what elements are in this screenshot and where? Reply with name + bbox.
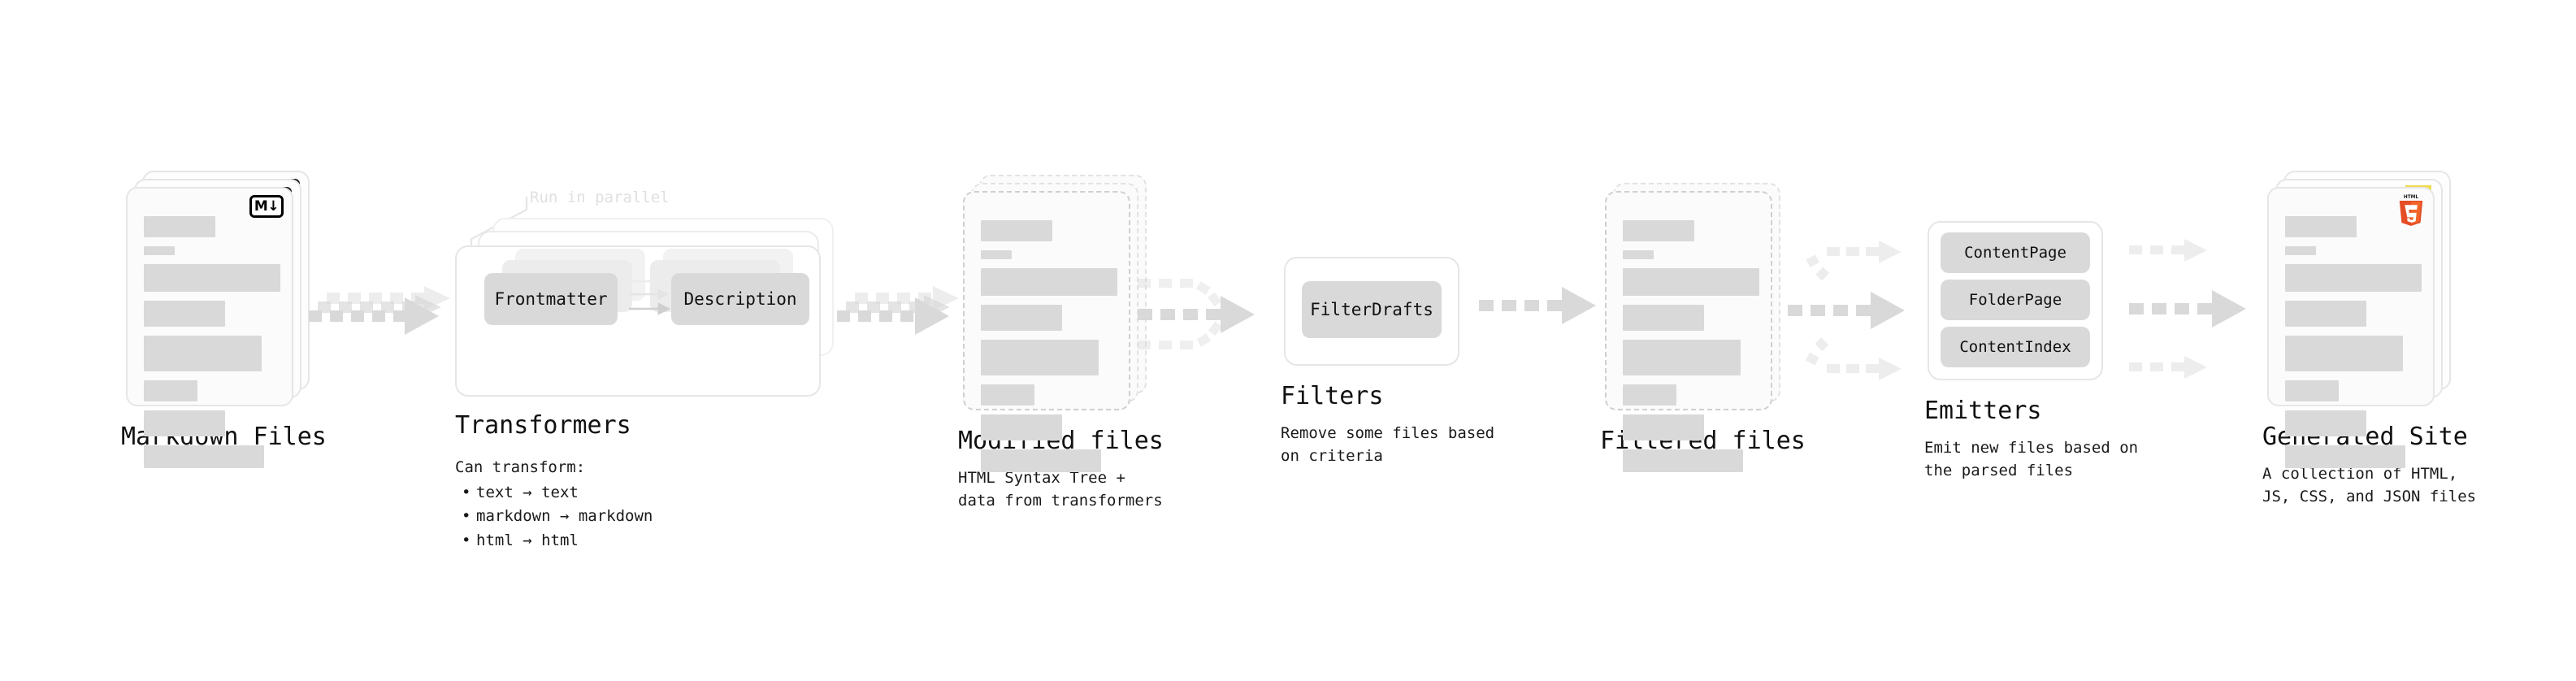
content-bar xyxy=(2285,216,2357,237)
content-bar xyxy=(144,445,264,468)
list-item: •markdown → markdown xyxy=(462,507,653,526)
content-bar xyxy=(981,305,1062,331)
arrow-markdown-to-transformers xyxy=(309,286,450,335)
emitter-pill-contentpage[interactable]: ContentPage xyxy=(1941,232,2090,273)
content-bar xyxy=(144,336,262,371)
generated-card-front-html: HTML xyxy=(2267,187,2435,468)
content-bar xyxy=(1623,305,1704,331)
transformer-inner-arrows xyxy=(629,275,671,315)
content-bar xyxy=(144,380,197,401)
modified-subtitle: HTML Syntax Tree + data from transformer… xyxy=(958,469,1163,510)
parallel-note-label: Run in parallel xyxy=(530,189,670,206)
transformer-pill-frontmatter[interactable]: Frontmatter xyxy=(484,273,618,325)
transformer-pill-description[interactable]: Description xyxy=(671,273,809,325)
content-bar xyxy=(1623,340,1741,375)
document-content-lines xyxy=(2285,216,2422,477)
document-content-lines xyxy=(981,220,1117,481)
content-bar xyxy=(2285,301,2366,327)
document-content-lines xyxy=(1623,220,1759,481)
filtered-card-front xyxy=(1605,191,1772,472)
content-bar xyxy=(1623,449,1743,472)
content-bar xyxy=(1623,250,1654,259)
markdown-card-front: M↓ xyxy=(126,187,293,468)
content-bar xyxy=(981,250,1012,259)
stage-generated-site: CSS HTML xyxy=(2262,171,2476,505)
svg-text:HTML: HTML xyxy=(2404,195,2419,200)
arrow-transformers-to-modified xyxy=(837,286,959,335)
emitter-pill-folderpage[interactable]: FolderPage xyxy=(1941,280,2090,320)
document-content-lines xyxy=(144,216,280,477)
content-bar xyxy=(981,220,1052,241)
stage-modified-files: Modified files HTML Syntax Tree + data f… xyxy=(958,175,1164,510)
content-bar xyxy=(2285,246,2316,255)
arrow-filtered-to-emitters xyxy=(1788,241,1905,380)
content-bar xyxy=(2285,380,2339,401)
content-bar xyxy=(2285,445,2405,468)
content-bar xyxy=(144,410,225,436)
content-bar xyxy=(1623,384,1676,406)
content-bar xyxy=(2285,264,2422,292)
content-bar xyxy=(144,301,225,327)
markdown-card-stack: M↓ M↓ M↓ xyxy=(126,171,313,468)
transformers-desc-heading: Can transform: xyxy=(455,458,586,476)
modified-card-stack xyxy=(963,175,1150,472)
content-bar xyxy=(1623,414,1704,440)
page-title-transformers: Transformers xyxy=(455,411,631,440)
arrow-emitters-to-generated xyxy=(2129,239,2246,379)
content-bar xyxy=(144,216,215,237)
list-item: •text → text xyxy=(462,484,579,501)
generated-card-stack: CSS HTML xyxy=(2267,171,2454,468)
content-bar xyxy=(144,264,280,292)
list-item: •html → html xyxy=(462,531,579,549)
content-bar xyxy=(981,268,1117,296)
content-bar xyxy=(2285,410,2366,436)
modified-card-front xyxy=(963,191,1130,472)
filtered-card-stack xyxy=(1605,183,1792,472)
content-bar xyxy=(981,340,1099,375)
markdown-icon: M↓ xyxy=(249,195,284,218)
arrow-filters-to-filtered xyxy=(1479,287,1596,324)
content-bar xyxy=(144,246,175,255)
content-bar xyxy=(981,384,1034,406)
page-title-filters: Filters xyxy=(1281,382,1384,410)
filters-subtitle: Remove some files based on criteria xyxy=(1281,424,1495,465)
transformers-bullet-list: •text → text •markdown → markdown •html … xyxy=(462,481,653,553)
stage-filtered-files: Filtered files xyxy=(1600,183,1806,472)
stage-markdown-files: M↓ M↓ M↓ Markdown Files xyxy=(121,171,327,468)
emitters-subtitle: Emit new files based on the parsed files xyxy=(1924,439,2139,479)
content-bar xyxy=(2285,336,2403,371)
emitter-pill-contentindex[interactable]: ContentIndex xyxy=(1941,327,2090,367)
filter-pill-filterdrafts[interactable]: FilterDrafts xyxy=(1302,281,1442,338)
content-bar xyxy=(1623,220,1694,241)
content-bar xyxy=(1623,268,1759,296)
page-title-emitters: Emitters xyxy=(1924,397,2042,425)
generated-subtitle: A collection of HTML, JS, CSS, and JSON … xyxy=(2262,465,2477,505)
arrow-modified-to-filters xyxy=(1138,279,1255,349)
content-bar xyxy=(981,414,1062,440)
html5-icon: HTML xyxy=(2397,193,2425,229)
content-bar xyxy=(981,449,1101,472)
